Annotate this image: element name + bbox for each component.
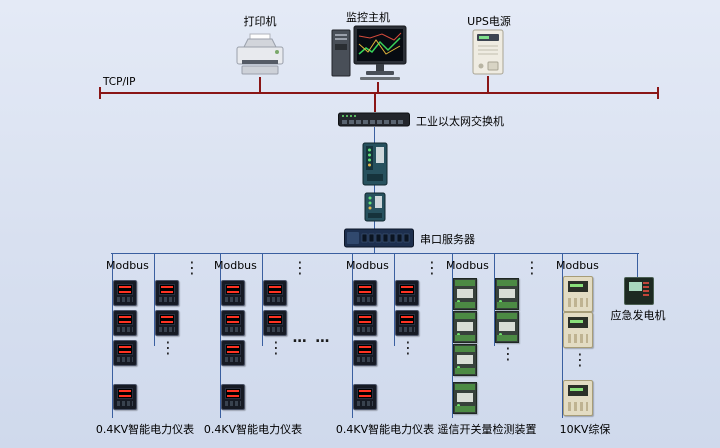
media-converter-icon: [362, 142, 388, 186]
modbus-bus-label: Modbus: [346, 259, 389, 272]
modbus-bus-label: Modbus: [556, 259, 599, 272]
more-devices-dots: ⋮: [400, 338, 416, 357]
more-devices-dots: ⋮: [184, 258, 200, 277]
ethernet-switch-icon: [338, 112, 410, 127]
modbus-bus-line: [352, 254, 353, 418]
modbus-bus-label: Modbus: [214, 259, 257, 272]
media-converter-2-icon: [364, 192, 386, 222]
more-devices-dots: ⋮: [424, 258, 440, 277]
bus-to-switch-line: [374, 94, 376, 112]
generator-controller-icon: [624, 277, 654, 305]
backbone-label: TCP/IP: [103, 76, 136, 88]
group-label: 10KV综保: [559, 423, 611, 436]
modbus-bus-line: [562, 254, 563, 418]
group-label: 0.4KV智能电力仪表: [335, 423, 435, 436]
monitor-drop-line: [377, 82, 379, 92]
group-label: 遥信开关量检测装置: [437, 423, 537, 436]
power-meter-icon: [395, 310, 419, 336]
power-meter-icon: [353, 280, 377, 306]
more-devices-dots: ⋮: [292, 258, 308, 277]
power-meter-icon: [221, 310, 245, 336]
printer-label: 打印机: [243, 15, 277, 28]
modbus-bus-line: [112, 254, 113, 418]
protection-relay-icon: [563, 380, 593, 416]
ethernet-switch-label: 工业以太网交换机: [416, 115, 504, 128]
power-meter-icon: [263, 280, 287, 306]
more-groups-dots: … …: [292, 330, 332, 346]
monitor-host-label: 监控主机: [346, 11, 390, 24]
ups-icon: [470, 28, 506, 76]
switch-to-serial-line: [374, 127, 375, 254]
modbus-bus-label: Modbus: [446, 259, 489, 272]
signal-module-icon: [453, 382, 477, 414]
tcpip-bus-line: [100, 92, 658, 94]
more-devices-dots: ⋮: [572, 350, 588, 369]
modbus-bus-line: [452, 254, 453, 418]
protection-relay-icon: [563, 276, 593, 312]
signal-module-icon: [495, 311, 519, 343]
tcpip-bus-endcap-left: [99, 87, 101, 99]
power-meter-icon: [395, 280, 419, 306]
power-meter-icon: [221, 280, 245, 306]
power-meter-icon: [155, 310, 179, 336]
ups-drop-line: [487, 76, 489, 92]
ups-label: UPS电源: [467, 15, 511, 28]
power-meter-icon: [113, 340, 137, 366]
monitor-host-icon: [330, 24, 408, 82]
generator-drop-line: [637, 254, 638, 277]
power-meter-icon: [263, 310, 287, 336]
power-meter-icon: [113, 280, 137, 306]
more-devices-dots: ⋮: [524, 258, 540, 277]
modbus-bus-line-secondary: [394, 254, 395, 346]
modbus-bus-line: [220, 254, 221, 418]
tcpip-bus-endcap-right: [657, 87, 659, 99]
group-label: 0.4KV智能电力仪表: [203, 423, 303, 436]
power-meter-icon: [155, 280, 179, 306]
protection-relay-icon: [563, 312, 593, 348]
signal-module-icon: [495, 278, 519, 310]
signal-module-icon: [453, 278, 477, 310]
power-meter-icon: [353, 310, 377, 336]
signal-module-icon: [453, 311, 477, 343]
power-meter-icon: [221, 384, 245, 410]
more-devices-dots: ⋮: [268, 338, 284, 357]
generator-label: 应急发电机: [610, 309, 666, 322]
power-meter-icon: [113, 384, 137, 410]
modbus-bus-line-secondary: [262, 254, 263, 346]
distribution-line: [111, 253, 639, 254]
serial-server-icon: [344, 228, 414, 248]
group-label: 0.4KV智能电力仪表: [95, 423, 195, 436]
modbus-bus-label: Modbus: [106, 259, 149, 272]
modbus-bus-line-secondary: [494, 254, 495, 346]
more-devices-dots: ⋮: [160, 338, 176, 357]
more-devices-dots: ⋮: [500, 344, 516, 363]
modbus-bus-line-secondary: [154, 254, 155, 346]
signal-module-icon: [453, 344, 477, 376]
power-meter-icon: [221, 340, 245, 366]
printer-icon: [230, 33, 290, 77]
printer-drop-line: [259, 77, 261, 93]
power-meter-icon: [353, 340, 377, 366]
power-meter-icon: [113, 310, 137, 336]
power-meter-icon: [353, 384, 377, 410]
serial-server-label: 串口服务器: [420, 233, 475, 246]
